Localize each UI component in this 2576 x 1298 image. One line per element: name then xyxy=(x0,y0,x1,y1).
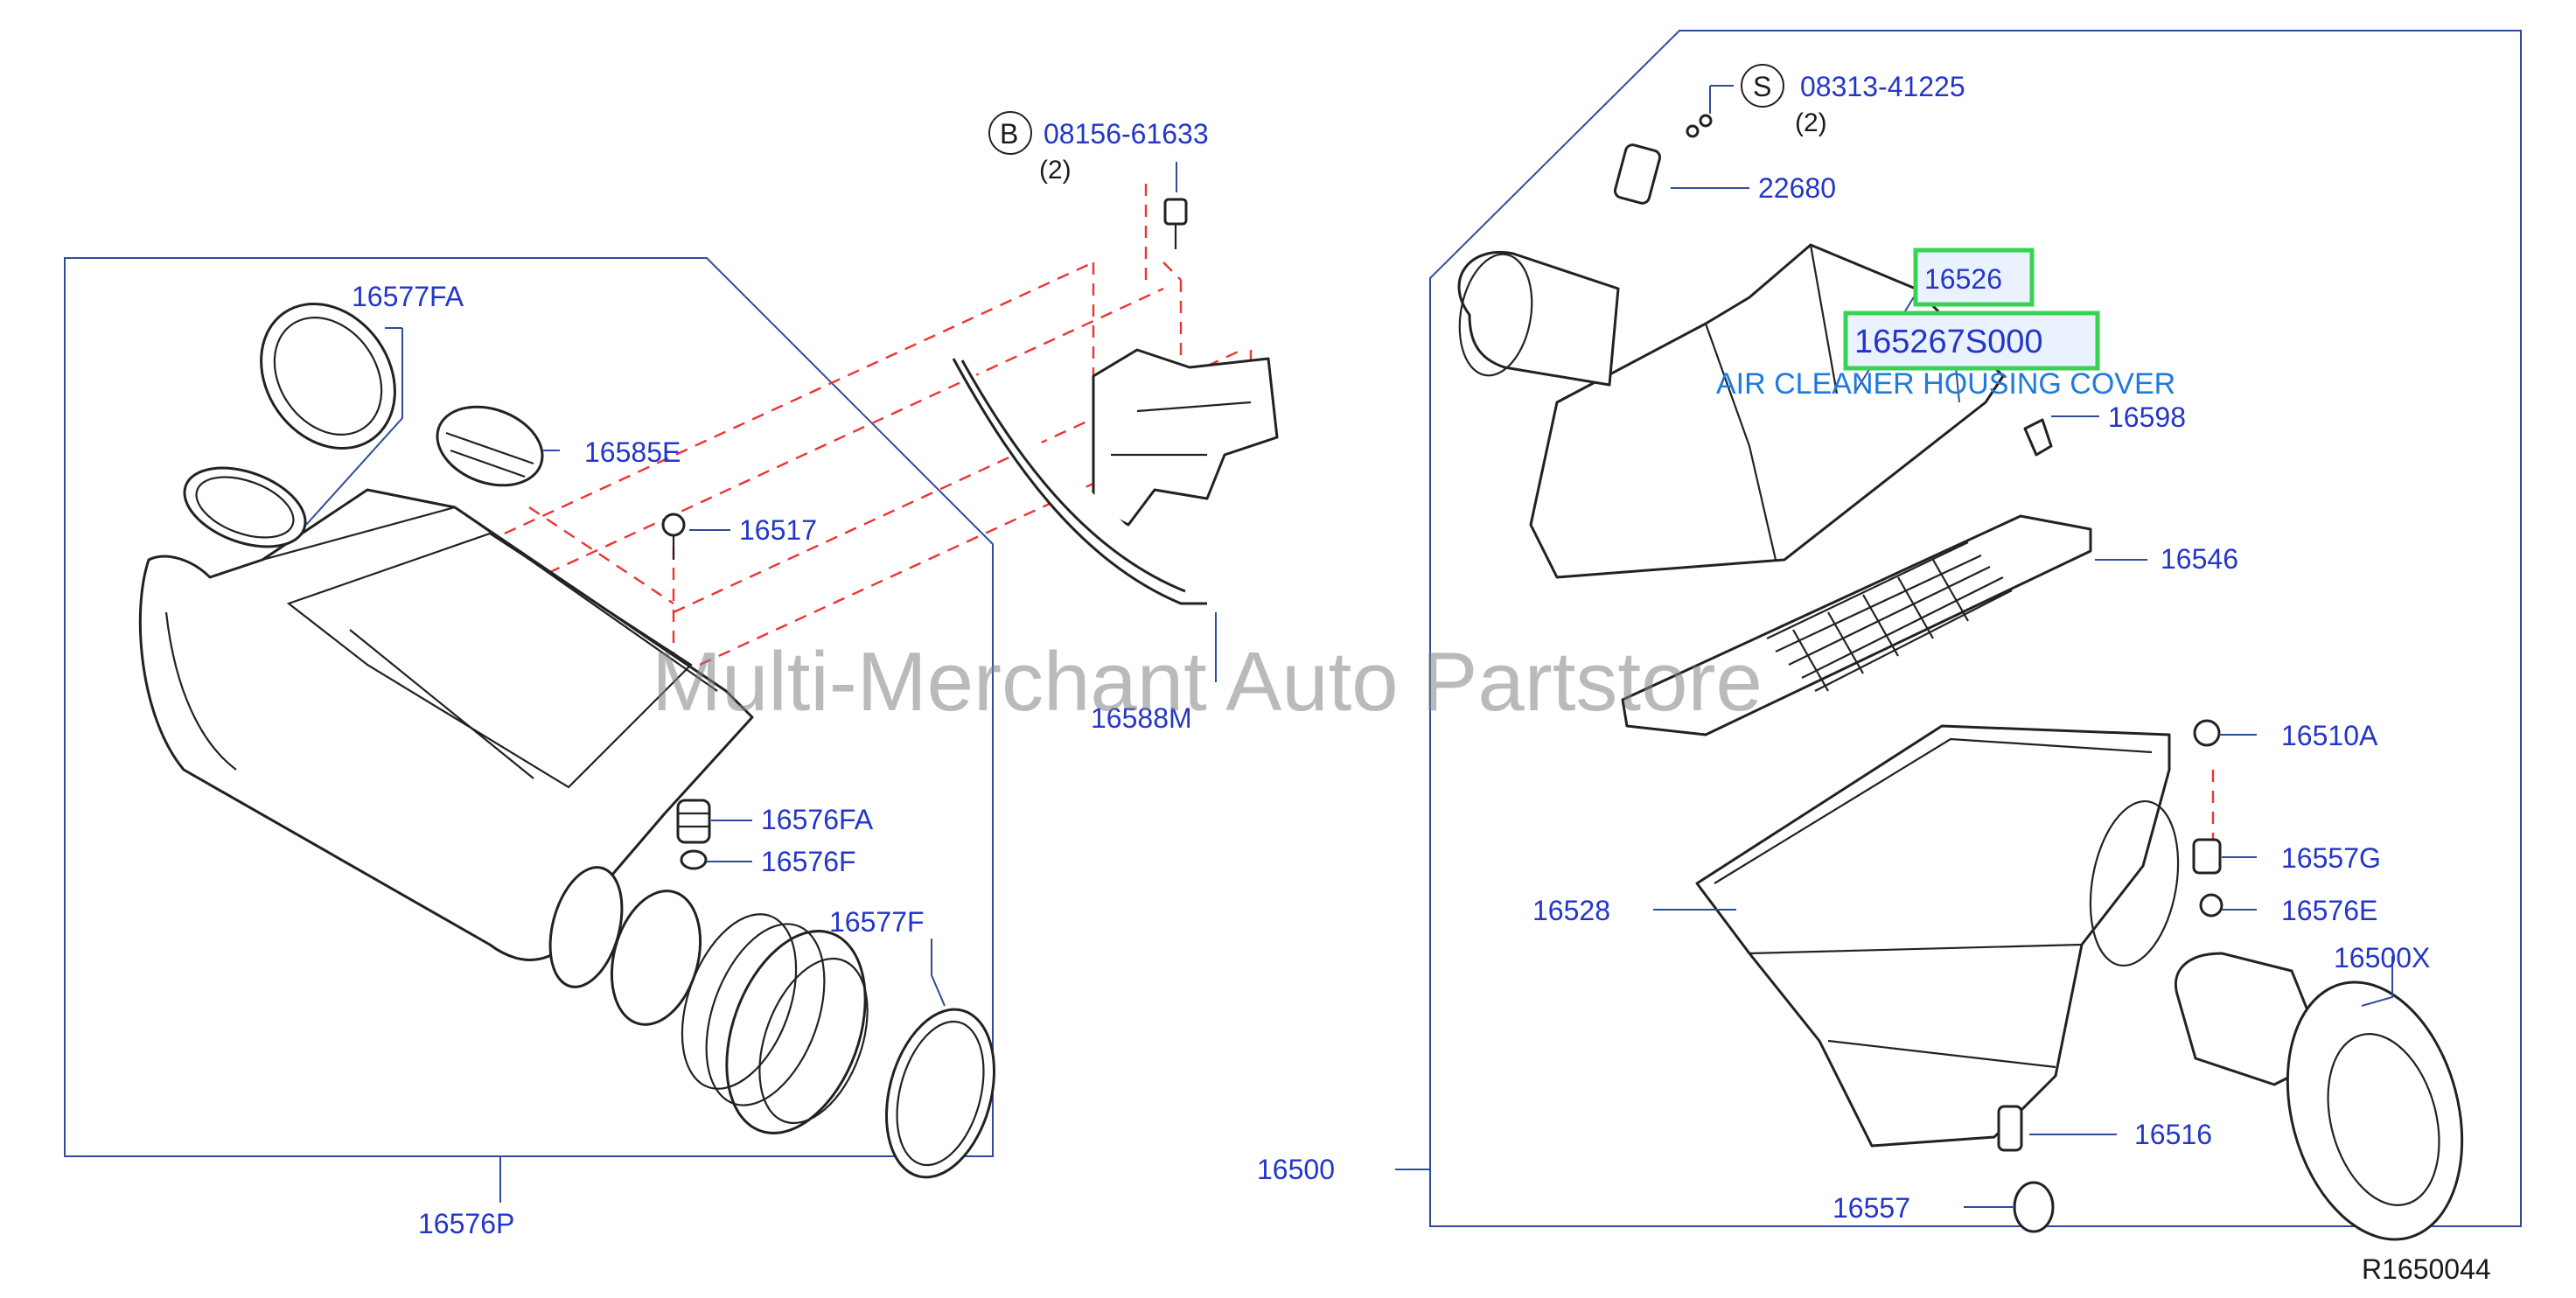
bolt-s-part[interactable]: 08313-41225 xyxy=(1800,71,1965,102)
label-16557[interactable]: 16557 xyxy=(1833,1192,1910,1224)
label-16598[interactable]: 16598 xyxy=(2108,401,2186,433)
highlight-catalog-number[interactable]: 165267S000 xyxy=(1854,324,2043,360)
label-16577F[interactable]: 16577F xyxy=(829,906,925,938)
bolt-s-circle xyxy=(1741,64,1784,108)
label-16585E[interactable]: 16585E xyxy=(584,436,681,468)
label-16500[interactable]: 16500 xyxy=(1257,1154,1335,1185)
label-16500X[interactable]: 16500X xyxy=(2334,942,2430,974)
bolt-b-part[interactable]: 08156-61633 xyxy=(1044,118,1209,150)
label-16577FA[interactable]: 16577FA xyxy=(352,281,464,312)
label-16576F[interactable]: 16576F xyxy=(761,846,856,877)
label-16576FA[interactable]: 16576FA xyxy=(761,804,874,835)
right-assembly-frame xyxy=(1429,30,2522,1227)
label-16528[interactable]: 16528 xyxy=(1532,895,1610,926)
bolt-s-qty: (2) xyxy=(1795,108,1827,137)
air-duct-drawing xyxy=(138,302,995,1179)
label-16576P[interactable]: 16576P xyxy=(418,1208,514,1239)
diagram-reference: R1650044 xyxy=(2362,1253,2491,1285)
bolt-b-circle xyxy=(988,111,1032,155)
left-assembly-frame xyxy=(64,257,994,1157)
highlight-box-part xyxy=(1913,248,2035,307)
bolt-b-symbol: B xyxy=(1000,118,1018,150)
highlight-part-number[interactable]: 16526 xyxy=(1924,263,2002,295)
label-16576E[interactable]: 16576E xyxy=(2281,895,2377,926)
highlight-box-catalog xyxy=(1843,311,2100,371)
label-22680[interactable]: 22680 xyxy=(1758,172,1836,204)
highlight-description: AIR CLEANER HOUSING COVER xyxy=(1716,367,2175,401)
bolt-b-qty: (2) xyxy=(1039,156,1072,185)
part-labels: 16576P 16577FA 16585E 16517 16576FA 1657… xyxy=(352,64,2491,1285)
bolt-s-symbol: S xyxy=(1753,71,1771,102)
label-16510A[interactable]: 16510A xyxy=(2281,720,2378,751)
label-16557G[interactable]: 16557G xyxy=(2281,842,2381,874)
watermark: Multi-Merchant Auto Partstore xyxy=(652,635,1763,729)
leader-lines xyxy=(305,85,2393,1208)
filter-mesh xyxy=(1766,541,2013,692)
label-16588M[interactable]: 16588M xyxy=(1091,702,1192,734)
label-16516[interactable]: 16516 xyxy=(2134,1119,2212,1150)
bracket-drawing xyxy=(952,198,1279,605)
label-16517[interactable]: 16517 xyxy=(739,514,817,546)
label-16546[interactable]: 16546 xyxy=(2161,543,2238,575)
